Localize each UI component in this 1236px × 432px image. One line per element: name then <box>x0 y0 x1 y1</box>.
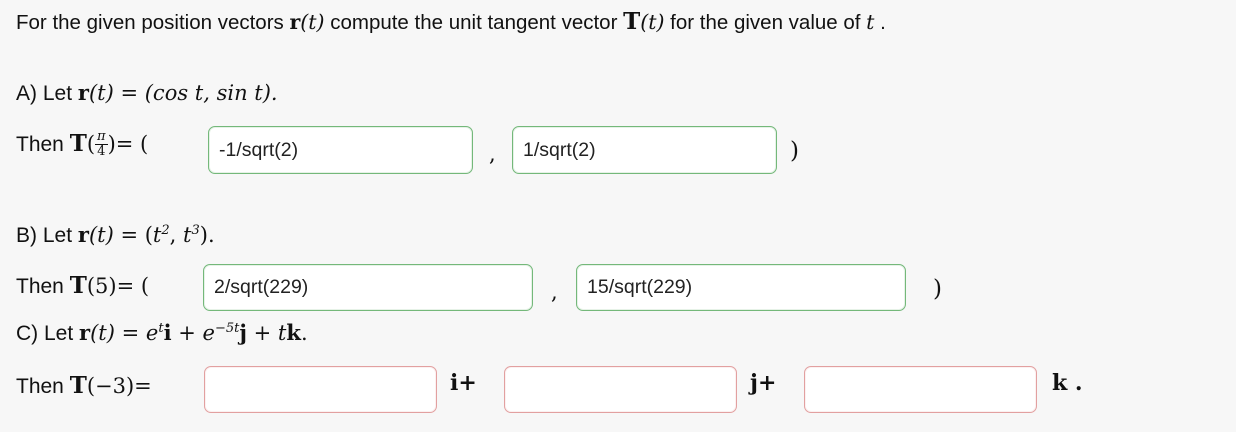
part-a-statement: A) Let r(t) = (cos t, sin t). <box>16 80 278 106</box>
part-c-T-symbol: T <box>69 372 87 399</box>
prompt-text-4: . <box>874 11 886 34</box>
part-c-unit-k-label: k . <box>1052 370 1083 396</box>
prompt-text-1: For the given position vectors <box>16 11 290 34</box>
part-a-answer-2-input[interactable] <box>512 126 777 174</box>
part-c-equals: = <box>114 321 146 345</box>
prompt-T-arg: (t) <box>640 10 665 34</box>
part-b-T-symbol: T <box>69 272 87 299</box>
part-c-then-label: Then <box>16 375 70 398</box>
part-a-close-paren: ) <box>790 138 799 164</box>
part-a-definition: (cos t, sin t). <box>144 81 278 105</box>
part-a-then-suffix: )= ( <box>107 132 149 156</box>
part-a-fraction-numerator: π <box>95 129 108 145</box>
part-b-r-symbol: r <box>77 222 89 247</box>
part-a-comma: , <box>489 142 496 166</box>
part-c-arg: (−3)= <box>86 374 152 398</box>
part-b-term-2: t3 <box>183 223 200 247</box>
part-b-then: Then T(5)= ( <box>16 272 149 299</box>
part-c-answer-2-input[interactable] <box>504 366 737 413</box>
part-c-j-unit: j <box>239 320 247 345</box>
part-c-i-unit: i <box>163 320 172 345</box>
prompt-T-symbol: T <box>623 8 641 35</box>
part-c-period: . <box>300 321 308 345</box>
part-c-term-1: et <box>145 321 164 345</box>
part-c-answer-1-input[interactable] <box>204 366 437 413</box>
part-c-then: Then T(−3)= <box>16 372 152 399</box>
part-c-r-arg: (t) <box>90 321 115 345</box>
part-a-T-symbol: T <box>69 130 87 157</box>
part-c-k-unit: k <box>286 320 301 345</box>
part-a-r-symbol: r <box>77 80 89 105</box>
part-b-answer-2-input[interactable] <box>576 264 906 311</box>
prompt-text-2: compute the unit tangent vector <box>324 11 624 34</box>
prompt-text-3: for the given value of <box>664 11 867 34</box>
part-b-label: B) Let <box>16 224 78 247</box>
part-b-term-1: t2 <box>152 223 170 247</box>
part-c-statement: C) Let r(t) = eti + e−5tj + tk. <box>16 320 308 346</box>
part-c-r-symbol: r <box>79 320 91 345</box>
part-a-open: ( <box>86 132 96 156</box>
part-c-unit-i-label: i+ <box>450 370 477 396</box>
part-c-plus-1: + <box>171 321 203 345</box>
part-a-label: A) Let <box>16 82 78 105</box>
prompt-r-symbol: r <box>289 10 301 34</box>
part-b-equals: = ( <box>113 223 153 247</box>
part-c-term-2: e−5t <box>202 321 240 345</box>
part-b-close-paren: ) <box>933 276 942 302</box>
question-prompt: For the given position vectors r(t) comp… <box>16 8 886 35</box>
part-a-then-label: Then <box>16 133 70 156</box>
part-c-answer-3-input[interactable] <box>804 366 1037 413</box>
part-c-plus-2: + <box>246 321 278 345</box>
part-b-sep: , <box>169 223 184 247</box>
part-c-unit-j-label: j+ <box>750 370 777 396</box>
part-b-arg: (5)= ( <box>86 274 150 298</box>
part-c-term-3: t <box>277 321 287 345</box>
part-a-equals: = <box>113 81 145 105</box>
part-b-then-label: Then <box>16 275 70 298</box>
part-c-label: C) Let <box>16 322 80 345</box>
part-a-r-arg: (t) <box>88 81 114 105</box>
part-b-statement: B) Let r(t) = (t2, t3). <box>16 222 215 248</box>
prompt-r-arg: (t) <box>300 10 325 34</box>
part-b-tail: ). <box>199 223 215 247</box>
part-b-answer-1-input[interactable] <box>203 264 533 311</box>
prompt-t-var: t <box>866 10 875 34</box>
part-a-answer-1-input[interactable] <box>208 126 473 174</box>
part-b-r-arg: (t) <box>88 223 114 247</box>
part-a-fraction-denominator: 4 <box>97 144 106 159</box>
part-b-comma: , <box>551 280 558 304</box>
